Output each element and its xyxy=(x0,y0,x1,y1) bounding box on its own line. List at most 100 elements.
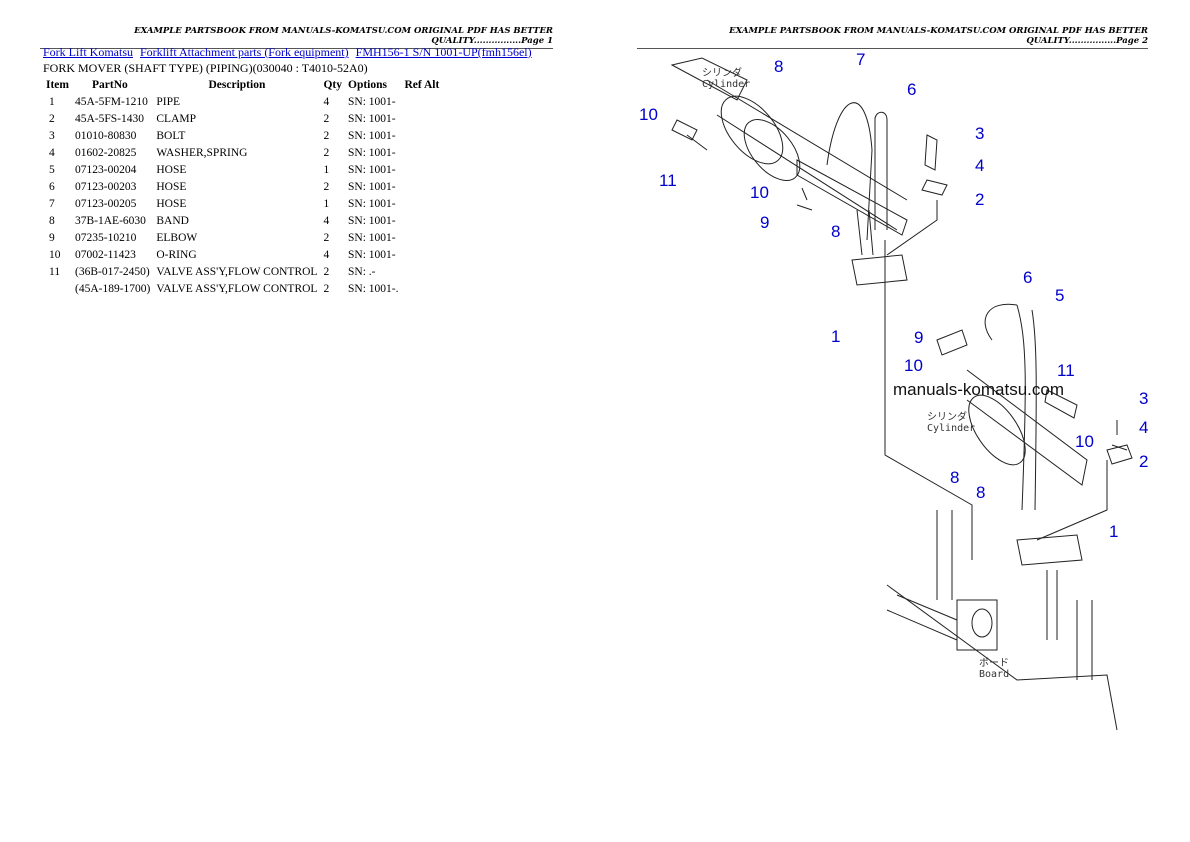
table-cell: VALVE ASS'Y,FLOW CONTROL xyxy=(156,282,318,295)
table-cell: 01602-20825 xyxy=(75,146,137,159)
table-cell: 2 xyxy=(323,282,330,295)
table-cell: CLAMP xyxy=(156,112,196,125)
diagram-drawing xyxy=(670,57,1133,731)
table-cell: 45A-5FM-1210 xyxy=(75,95,148,108)
table-row: (45A-189-1700) VALVE ASS'Y,FLOW CONTROL 2 S… xyxy=(43,280,442,297)
callout-6: 6 xyxy=(1023,268,1033,287)
callout-3: 3 xyxy=(1139,389,1149,408)
page-2-header: EXAMPLE PARTSBOOK FROM MANUALS-KOMATSU.C… xyxy=(637,26,1148,49)
column-header: Description xyxy=(208,78,266,91)
table-cell: 5 xyxy=(49,163,55,176)
table-cell: HOSE xyxy=(156,180,187,193)
board-label: ボード Board xyxy=(979,658,1010,680)
callout-3: 3 xyxy=(975,124,985,143)
table-cell: ELBOW xyxy=(156,231,198,244)
table-cell xyxy=(401,144,442,161)
table-cell: 6 xyxy=(49,180,55,193)
table-cell xyxy=(401,212,442,229)
table-cell: 7 xyxy=(49,197,55,210)
callout-10: 10 xyxy=(904,356,923,375)
table-cell xyxy=(401,110,442,127)
table-cell: WASHER,SPRING xyxy=(156,146,248,159)
table-cell: 07235-10210 xyxy=(75,231,137,244)
table-cell: SN: 1001- xyxy=(348,129,396,142)
table-cell: 4 xyxy=(323,248,330,261)
callout-11: 11 xyxy=(1057,361,1075,380)
table-cell: O-RING xyxy=(156,248,197,261)
table-cell: 11 xyxy=(49,265,61,278)
table-cell: 8 xyxy=(49,214,55,227)
page-1-header: EXAMPLE PARTSBOOK FROM MANUALS-KOMATSU.C… xyxy=(40,26,553,49)
table-cell: 9 xyxy=(49,231,55,244)
callout-11: 11 xyxy=(659,171,677,190)
parts-diagram: 8 7 6 10 11 10 9 8 3 4 2 1 6 5 9 10 11 1… xyxy=(637,40,1190,760)
table-cell: 10 xyxy=(49,248,61,261)
page-title: FORK MOVER (SHAFT TYPE) (PIPING)(030040 … xyxy=(43,61,368,75)
table-cell: 2 xyxy=(323,180,330,193)
breadcrumb-link-model[interactable]: FMH156-1 S/N 1001-UP(fmh156el) xyxy=(355,45,532,59)
table-cell xyxy=(401,127,442,144)
callout-8: 8 xyxy=(774,57,784,76)
table-cell: 45A-5FS-1430 xyxy=(75,112,145,125)
column-header: PartNo xyxy=(92,78,128,91)
table-cell: 07123-00204 xyxy=(75,163,137,176)
table-cell: 2 xyxy=(323,112,330,125)
table-cell: 07123-00205 xyxy=(75,197,137,210)
column-header: Item xyxy=(46,78,69,91)
callout-9: 9 xyxy=(760,213,770,232)
table-cell: 2 xyxy=(323,146,330,159)
table-cell xyxy=(401,280,442,297)
table-cell: SN: 1001-. xyxy=(348,282,399,295)
callout-4: 4 xyxy=(1139,418,1149,437)
table-cell: SN: 1001- xyxy=(348,248,396,261)
table-cell: 4 xyxy=(323,95,330,108)
table-cell xyxy=(401,195,442,212)
table-cell: 4 xyxy=(323,214,330,227)
callout-9: 9 xyxy=(914,328,924,347)
table-cell: SN: 1001- xyxy=(348,95,396,108)
table-cell: SN: 1001- xyxy=(348,197,396,210)
table-cell xyxy=(401,178,442,195)
callout-10: 10 xyxy=(1075,432,1094,451)
table-cell: 2 xyxy=(323,129,330,142)
table-cell: PIPE xyxy=(156,95,181,108)
cylinder-label: シリンダ Cylinder xyxy=(927,412,976,434)
table-cell xyxy=(43,280,72,297)
table-cell: 01010-80830 xyxy=(75,129,137,142)
table-cell: 37B-1AE-6030 xyxy=(75,214,146,227)
table-cell: 1 xyxy=(323,197,330,210)
callout-2: 2 xyxy=(975,190,985,209)
callout-6: 6 xyxy=(907,80,917,99)
table-cell: SN: .- xyxy=(348,265,376,278)
lower-assembly xyxy=(884,240,1133,731)
table-cell: SN: 1001- xyxy=(348,146,396,159)
callout-10: 10 xyxy=(639,105,658,124)
table-cell: 3 xyxy=(49,129,55,142)
table-row: 4 01602-20825 WASHER,SPRING 2 SN: 1001- xyxy=(43,144,442,161)
table-cell xyxy=(401,93,442,110)
callout-1: 1 xyxy=(1109,522,1119,541)
callout-8: 8 xyxy=(950,468,960,487)
table-cell: SN: 1001- xyxy=(348,163,396,176)
table-cell: 1 xyxy=(49,95,55,108)
table-cell: (45A-189-1700) xyxy=(75,282,151,295)
table-row: 11(36B-017-2450)VALVE ASS'Y,FLOW CONTROL… xyxy=(43,263,442,280)
watermark: manuals-komatsu.com xyxy=(893,380,1065,399)
breadcrumb-link-fork-lift[interactable]: Fork Lift Komatsu xyxy=(43,45,133,59)
table-cell: 07002-11423 xyxy=(75,248,136,261)
upper-assembly xyxy=(670,57,948,286)
table-cell: 2 xyxy=(49,112,55,125)
column-header: Ref Alt xyxy=(404,78,440,91)
table-row: 10 07002-11423 O-RING 4 SN: 1001- xyxy=(43,246,442,263)
table-cell: 4 xyxy=(49,146,55,159)
callout-4: 4 xyxy=(975,156,985,175)
breadcrumb-link-attachment[interactable]: Forklift Attachment parts (Fork equipmen… xyxy=(140,45,349,59)
column-header: Qty xyxy=(323,78,342,91)
